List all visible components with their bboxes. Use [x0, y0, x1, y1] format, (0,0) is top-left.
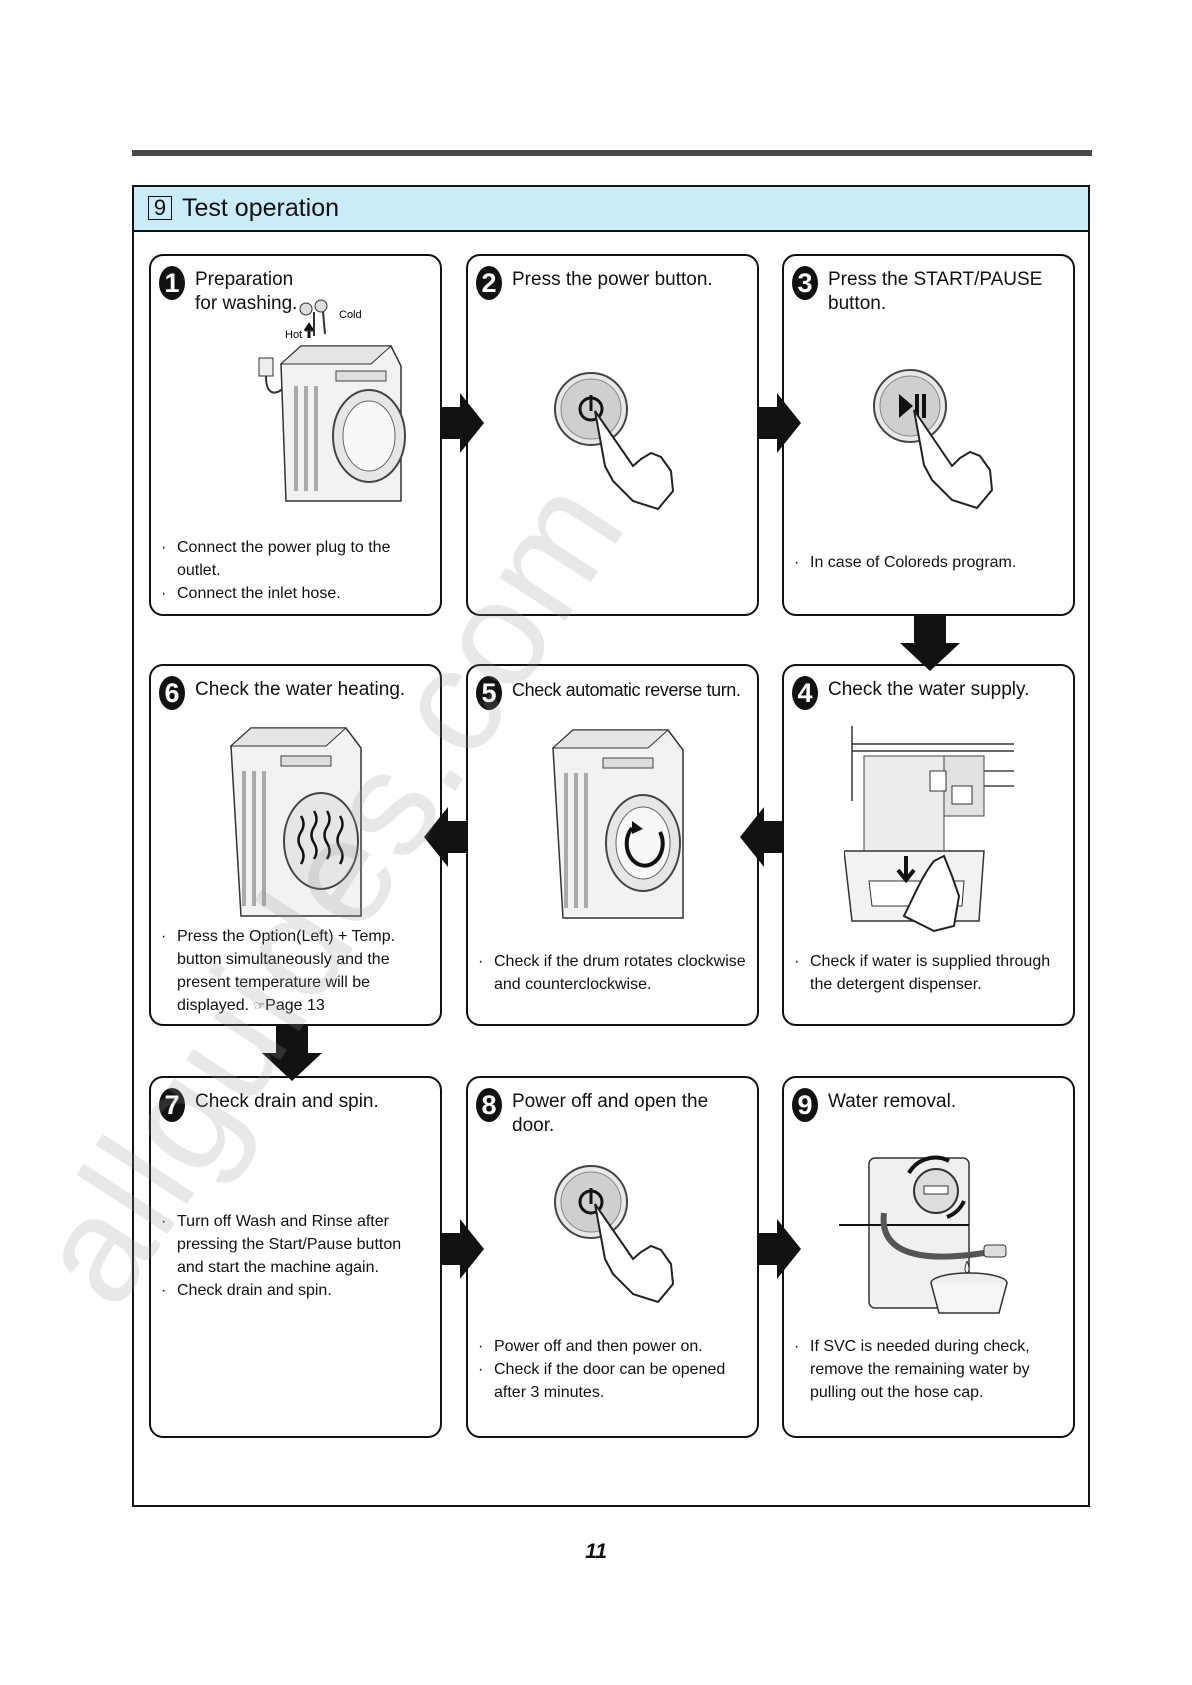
water-removal-illustration	[839, 1155, 1008, 1314]
flow-arrow-right-icon	[757, 393, 801, 453]
section-frame: 9 Test operation	[132, 185, 1090, 1507]
step-title: Check automatic reverse turn.	[512, 680, 741, 700]
flow-arrow-right-icon	[440, 1219, 484, 1279]
flow-arrow-down-icon	[900, 615, 960, 671]
bullet: Check if water is supplied through the d…	[794, 950, 1069, 996]
step-6-panel: 6 Check the water heating. Press the Opt…	[149, 664, 442, 1026]
top-rule	[132, 150, 1092, 156]
step-bullets: Power off and then power on. Check if th…	[478, 1335, 743, 1404]
power-button-press-illustration	[554, 372, 675, 511]
bullet: If SVC is needed during check, remove th…	[794, 1335, 1064, 1404]
power-button-press-illustration	[554, 1165, 675, 1304]
flow-arrow-left-icon	[424, 807, 468, 867]
bullet: Connect the power plug to the outlet.	[161, 536, 423, 582]
section-title: Test operation	[182, 194, 340, 222]
bullet: Check if the drum rotates clockwise and …	[478, 950, 748, 996]
washer-illustration: Hot Cold	[258, 299, 406, 502]
step-bullets: In case of Coloreds program.	[794, 551, 1059, 574]
step-bullets: Turn off Wash and Rinse after pressing t…	[161, 1210, 426, 1302]
detergent-dispenser-illustration	[844, 726, 1014, 933]
step-5-panel: 5 Check automatic reverse turn. Check if…	[466, 664, 759, 1026]
step-number: 3	[792, 266, 818, 300]
washer-reverse-turn-illustration	[551, 729, 684, 919]
step-9-panel: 9 Water removal. If SVC is needed during…	[782, 1076, 1075, 1438]
step-title: Press the power button.	[512, 269, 713, 290]
bullet: In case of Coloreds program.	[794, 551, 1059, 574]
pointing-hand-icon: ☞	[253, 998, 266, 1013]
page-reference: Page 13	[265, 997, 325, 1014]
step-number: 2	[476, 266, 502, 300]
step-title: Check the water heating.	[195, 679, 406, 700]
step-bullets: Check if water is supplied through the d…	[794, 950, 1069, 996]
step-7-panel: 7 Check drain and spin. Turn off Wash an…	[149, 1076, 442, 1438]
step-3-panel: 3 Press the START/PAUSE button. In case …	[782, 254, 1075, 616]
step-title: Check the water supply.	[828, 679, 1030, 700]
cold-label: Cold	[339, 309, 362, 321]
section-number: 9	[148, 196, 172, 220]
step-number: 6	[159, 676, 185, 710]
flow-arrow-right-icon	[757, 1219, 801, 1279]
bullet: Press the Option(Left) + Temp. button si…	[161, 925, 423, 1017]
step-8-panel: 8 Power off and open the door. Power off…	[466, 1076, 759, 1438]
step-number: 1	[159, 266, 185, 300]
flow-arrow-down-icon	[262, 1025, 322, 1081]
flow-arrow-left-icon	[740, 807, 784, 867]
step-bullets: Press the Option(Left) + Temp. button si…	[161, 925, 423, 1017]
page-number: 11	[585, 1540, 607, 1563]
step-number: 8	[476, 1088, 502, 1122]
bullet: Turn off Wash and Rinse after pressing t…	[161, 1210, 426, 1279]
start-pause-press-illustration	[873, 369, 994, 510]
bullet: Connect the inlet hose.	[161, 582, 423, 605]
step-title: Water removal.	[828, 1091, 957, 1112]
bullet: Check drain and spin.	[161, 1279, 426, 1302]
step-1-panel: 1 Preparation for washing. Hot Cold Conn…	[149, 254, 442, 616]
step-bullets: If SVC is needed during check, remove th…	[794, 1335, 1064, 1404]
step-title: Power off and open the door.	[512, 1091, 709, 1136]
bullet: Check if the door can be opened after 3 …	[478, 1358, 743, 1404]
step-bullets: Connect the power plug to the outlet. Co…	[161, 536, 423, 605]
step-title: Press the START/PAUSE button.	[828, 269, 1043, 314]
washer-heating-illustration	[229, 727, 362, 917]
flow-arrow-right-icon	[440, 393, 484, 453]
bullet: Power off and then power on.	[478, 1335, 743, 1358]
hot-label: Hot	[285, 329, 302, 341]
step-number: 7	[159, 1088, 185, 1122]
step-number: 4	[792, 676, 818, 710]
step-number: 5	[476, 676, 502, 710]
step-bullets: Check if the drum rotates clockwise and …	[478, 950, 748, 996]
step-number: 9	[792, 1088, 818, 1122]
step-2-panel: 2 Press the power button.	[466, 254, 759, 616]
step-4-panel: 4 Check the water supply. Check if water…	[782, 664, 1075, 1026]
step-title: Check drain and spin.	[195, 1091, 379, 1112]
section-header: 9 Test operation	[134, 187, 1088, 232]
step-title: Preparation for washing.	[195, 269, 298, 314]
